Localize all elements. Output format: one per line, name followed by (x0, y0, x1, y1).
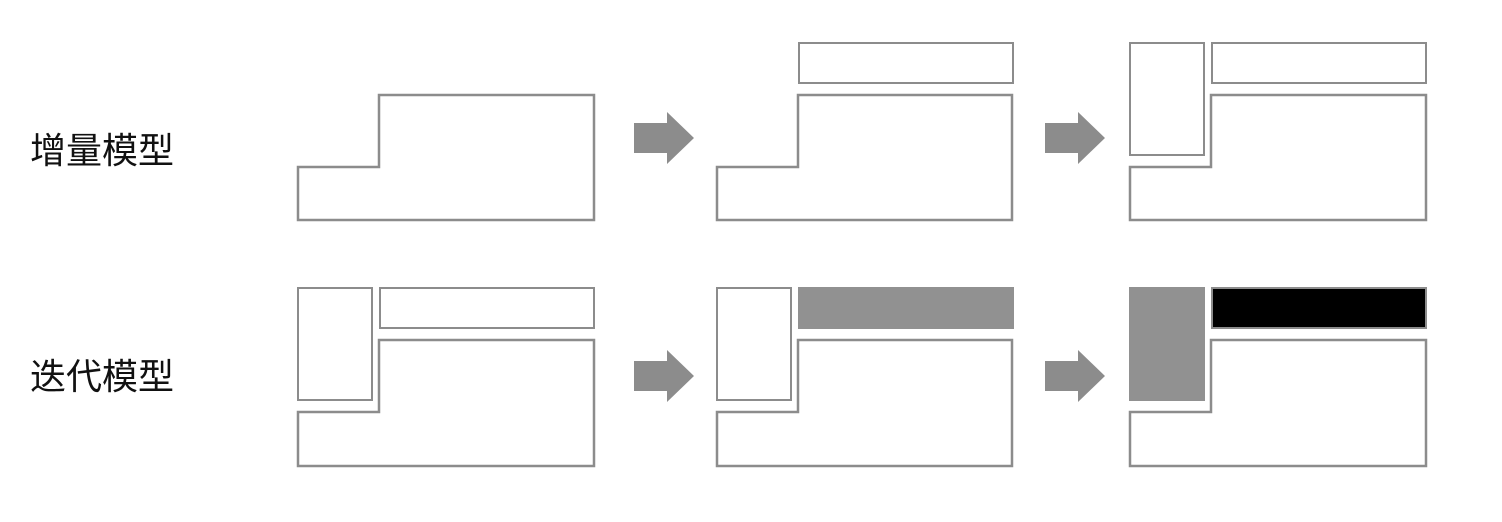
arrow-right-icon (1045, 350, 1105, 402)
iterative-step-2 (715, 287, 1014, 468)
incremental-step-3 (1128, 42, 1428, 222)
increment-top-block (798, 42, 1014, 84)
iterative-step-3 (1128, 287, 1428, 468)
iteration-top-block-final (1211, 287, 1427, 329)
base-block (296, 93, 596, 222)
iteration-left-block (297, 287, 373, 401)
iteration-top-block (379, 287, 595, 329)
base-block (296, 338, 596, 468)
arrow-right-icon (634, 350, 694, 402)
iterative-model-label: 迭代模型 (30, 357, 175, 398)
incremental-step-2 (715, 42, 1014, 222)
arrow-right-icon (634, 112, 694, 164)
iterative-step-1 (296, 287, 596, 468)
incremental-model-label: 增量模型 (30, 131, 175, 172)
increment-top-block (1211, 42, 1427, 84)
iteration-top-block-refined (798, 287, 1014, 329)
increment-left-block (1129, 42, 1205, 156)
base-block (715, 338, 1014, 468)
iteration-left-block-refined (1129, 287, 1205, 401)
base-block (715, 93, 1014, 222)
base-block (1128, 338, 1428, 468)
iteration-left-block (716, 287, 792, 401)
base-block (1128, 93, 1428, 222)
arrow-right-icon (1045, 112, 1105, 164)
incremental-step-1 (296, 93, 596, 222)
